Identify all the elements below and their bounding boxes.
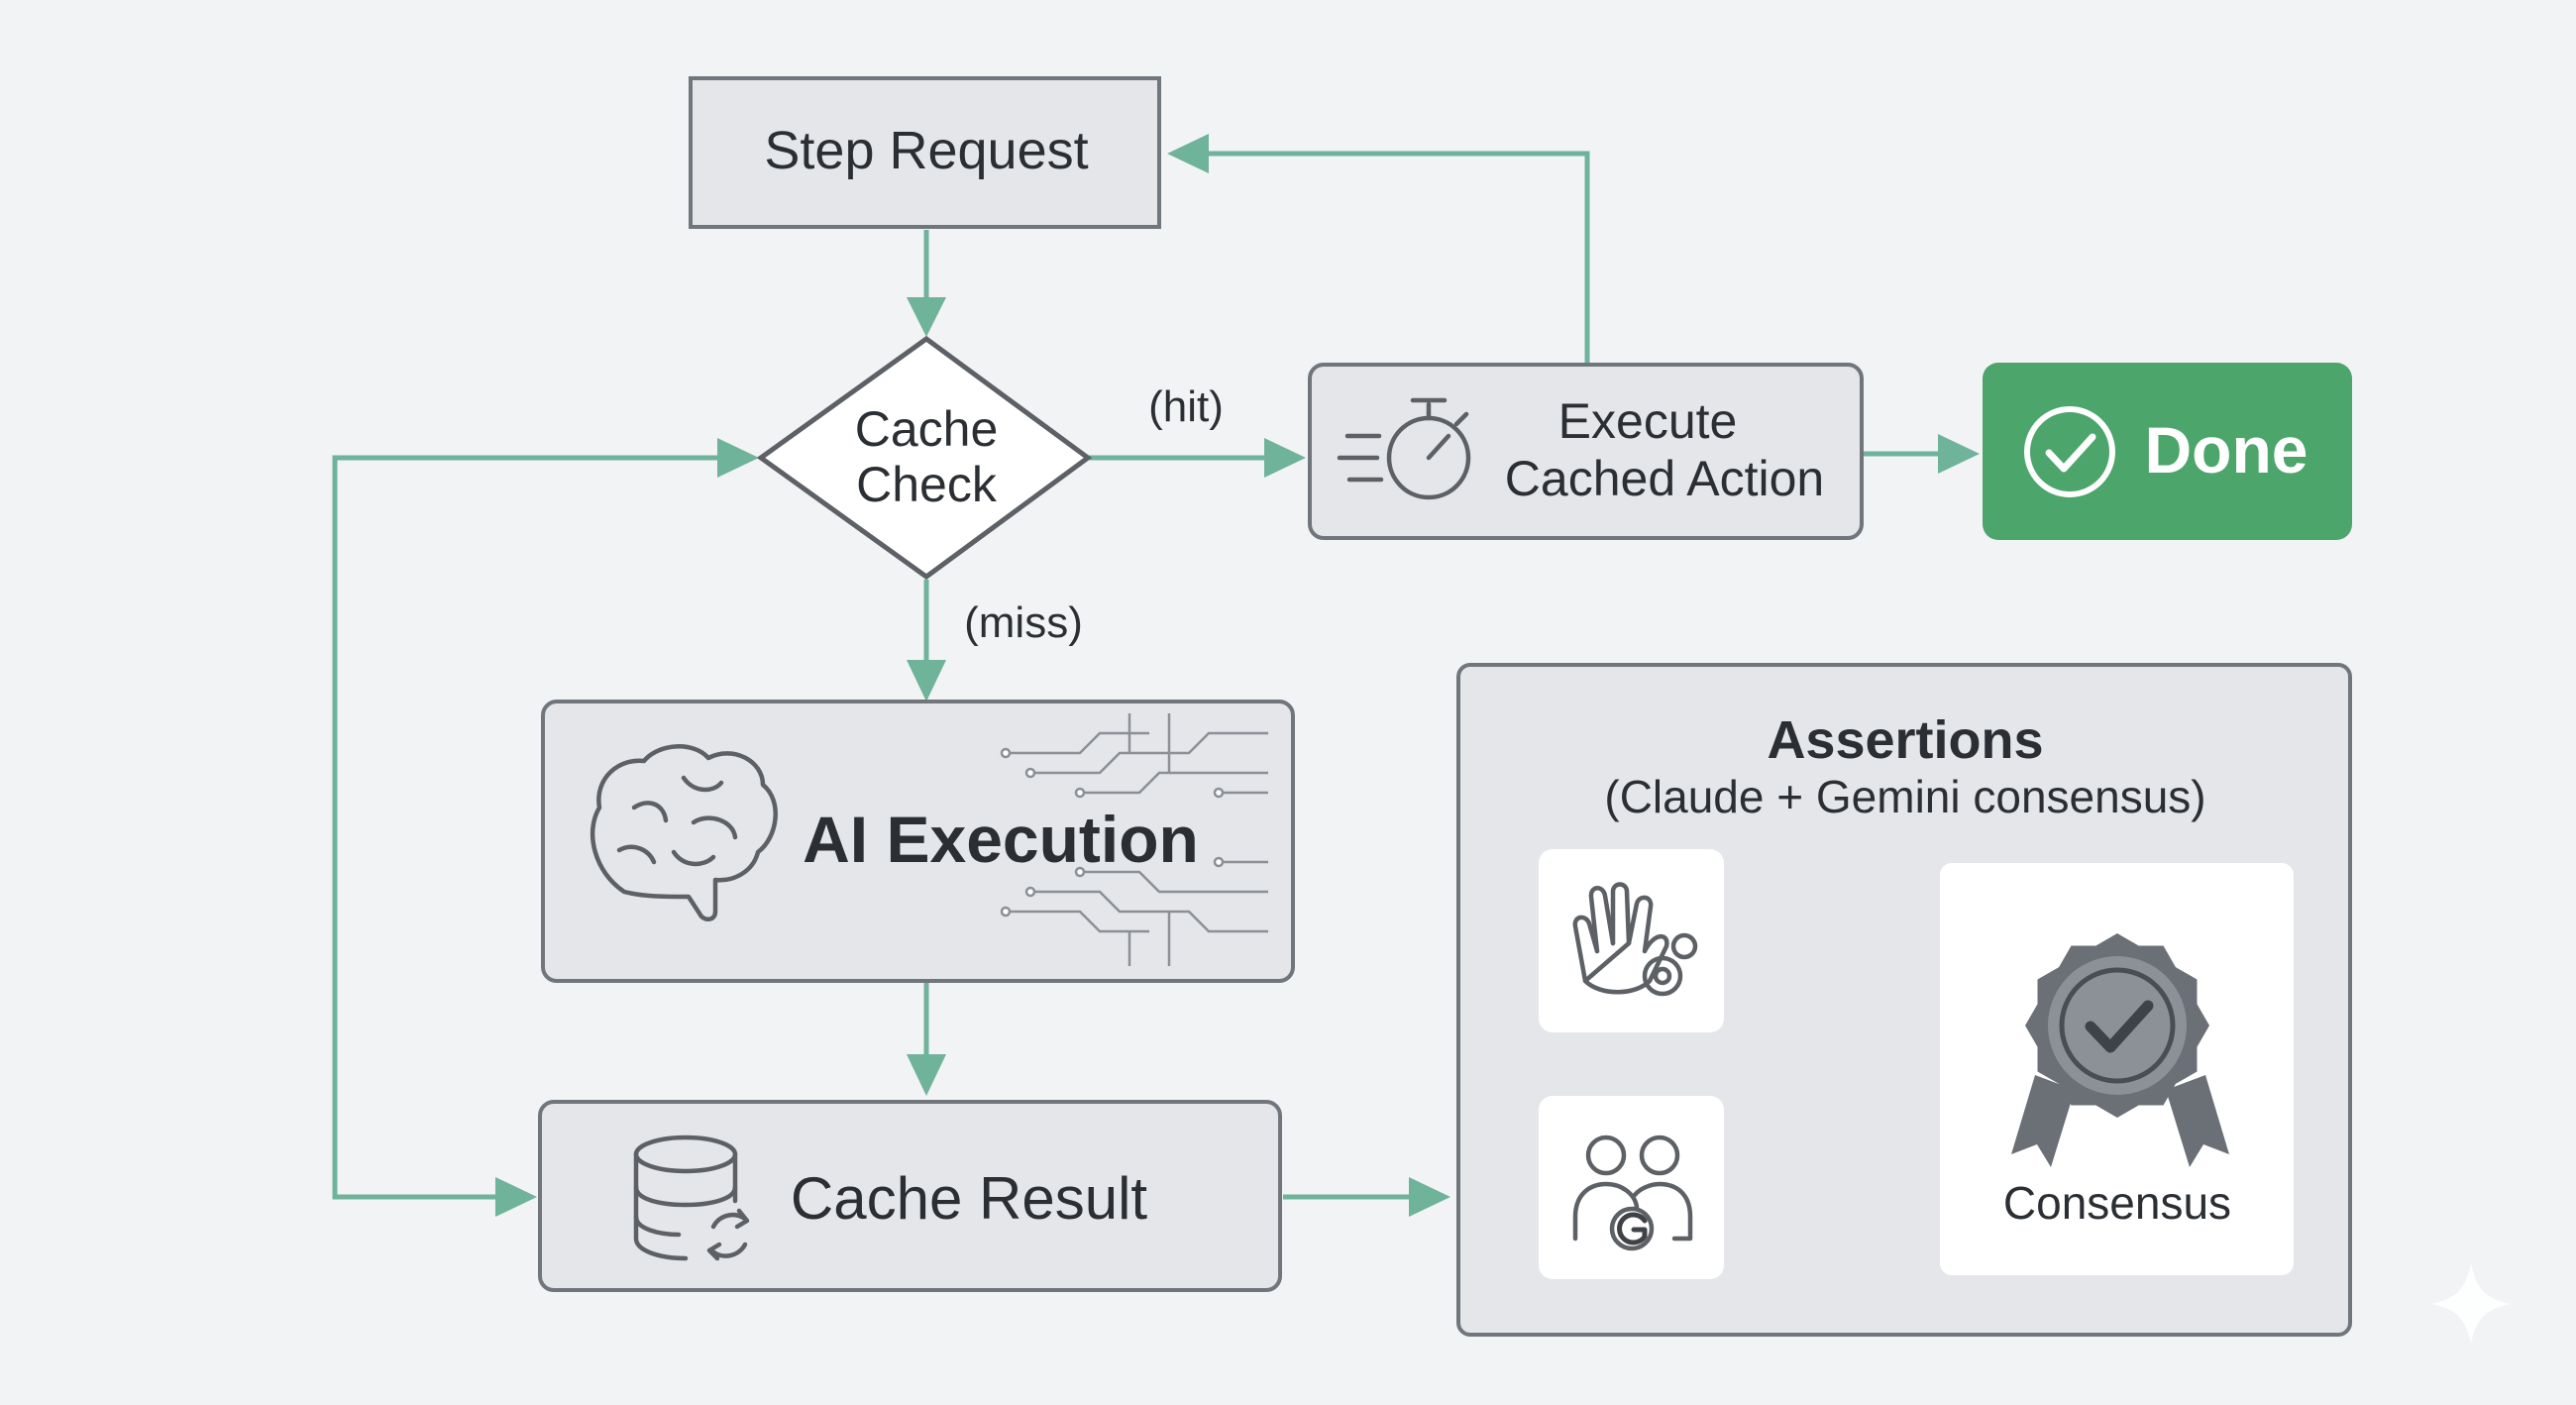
circuit-decoration-bottom xyxy=(1000,856,1268,966)
arrowhead xyxy=(1409,1177,1450,1217)
consensus-label: Consensus xyxy=(2003,1177,2231,1229)
edge-label-miss: (miss) xyxy=(964,598,1083,647)
claude-card xyxy=(1539,849,1724,1032)
node-assertions: Assertions (Claude + Gemini consensus) xyxy=(1456,663,2352,1337)
arrowhead xyxy=(495,1177,537,1217)
people-g-icon xyxy=(1572,1135,1693,1251)
arrowhead xyxy=(1264,438,1306,478)
brain-icon xyxy=(590,744,778,921)
node-execute-cached-label-line2: Cached Action xyxy=(1505,451,1824,506)
node-cache-check-label-line2: Check xyxy=(856,457,998,512)
database-sync-icon xyxy=(633,1135,750,1261)
node-ai-execution: AI Execution xyxy=(541,700,1295,983)
node-cache-check-label-line1: Cache xyxy=(855,401,999,457)
node-cache-check: Cache Check xyxy=(756,335,1093,581)
arrowhead xyxy=(907,297,946,337)
node-done-label: Done xyxy=(2145,413,2308,486)
assertions-subtitle: (Claude + Gemini consensus) xyxy=(1604,771,2205,822)
sparkle-icon xyxy=(2431,1263,2511,1344)
arrowhead xyxy=(1938,434,1980,474)
arrowhead xyxy=(1167,134,1209,173)
edge-execute-to-step xyxy=(1194,151,1590,363)
node-step-request: Step Request xyxy=(689,76,1161,229)
stopwatch-icon xyxy=(1337,397,1471,500)
hand-gear-icon xyxy=(1572,882,1698,997)
edge-left-loop xyxy=(332,455,733,1200)
node-execute-cached: Execute Cached Action xyxy=(1308,363,1864,540)
arrowhead xyxy=(907,1054,946,1096)
assertions-title: Assertions xyxy=(1767,710,2043,770)
node-step-request-label: Step Request xyxy=(764,121,1088,180)
arrowhead xyxy=(717,438,759,478)
award-badge-check-icon xyxy=(2011,933,2229,1167)
circuit-decoration-top xyxy=(1000,713,1268,799)
edge-label-hit: (hit) xyxy=(1148,382,1224,431)
check-circle-icon xyxy=(2024,406,2115,497)
node-cache-result-label: Cache Result xyxy=(791,1165,1148,1232)
node-cache-result: Cache Result xyxy=(538,1100,1282,1292)
gemini-card xyxy=(1539,1096,1724,1279)
arrowhead xyxy=(907,660,946,702)
node-ai-execution-label: AI Execution xyxy=(803,803,1199,876)
node-execute-cached-label-line1: Execute xyxy=(1558,393,1738,449)
consensus-card: Consensus xyxy=(1940,863,2294,1275)
node-done: Done xyxy=(1983,363,2352,540)
